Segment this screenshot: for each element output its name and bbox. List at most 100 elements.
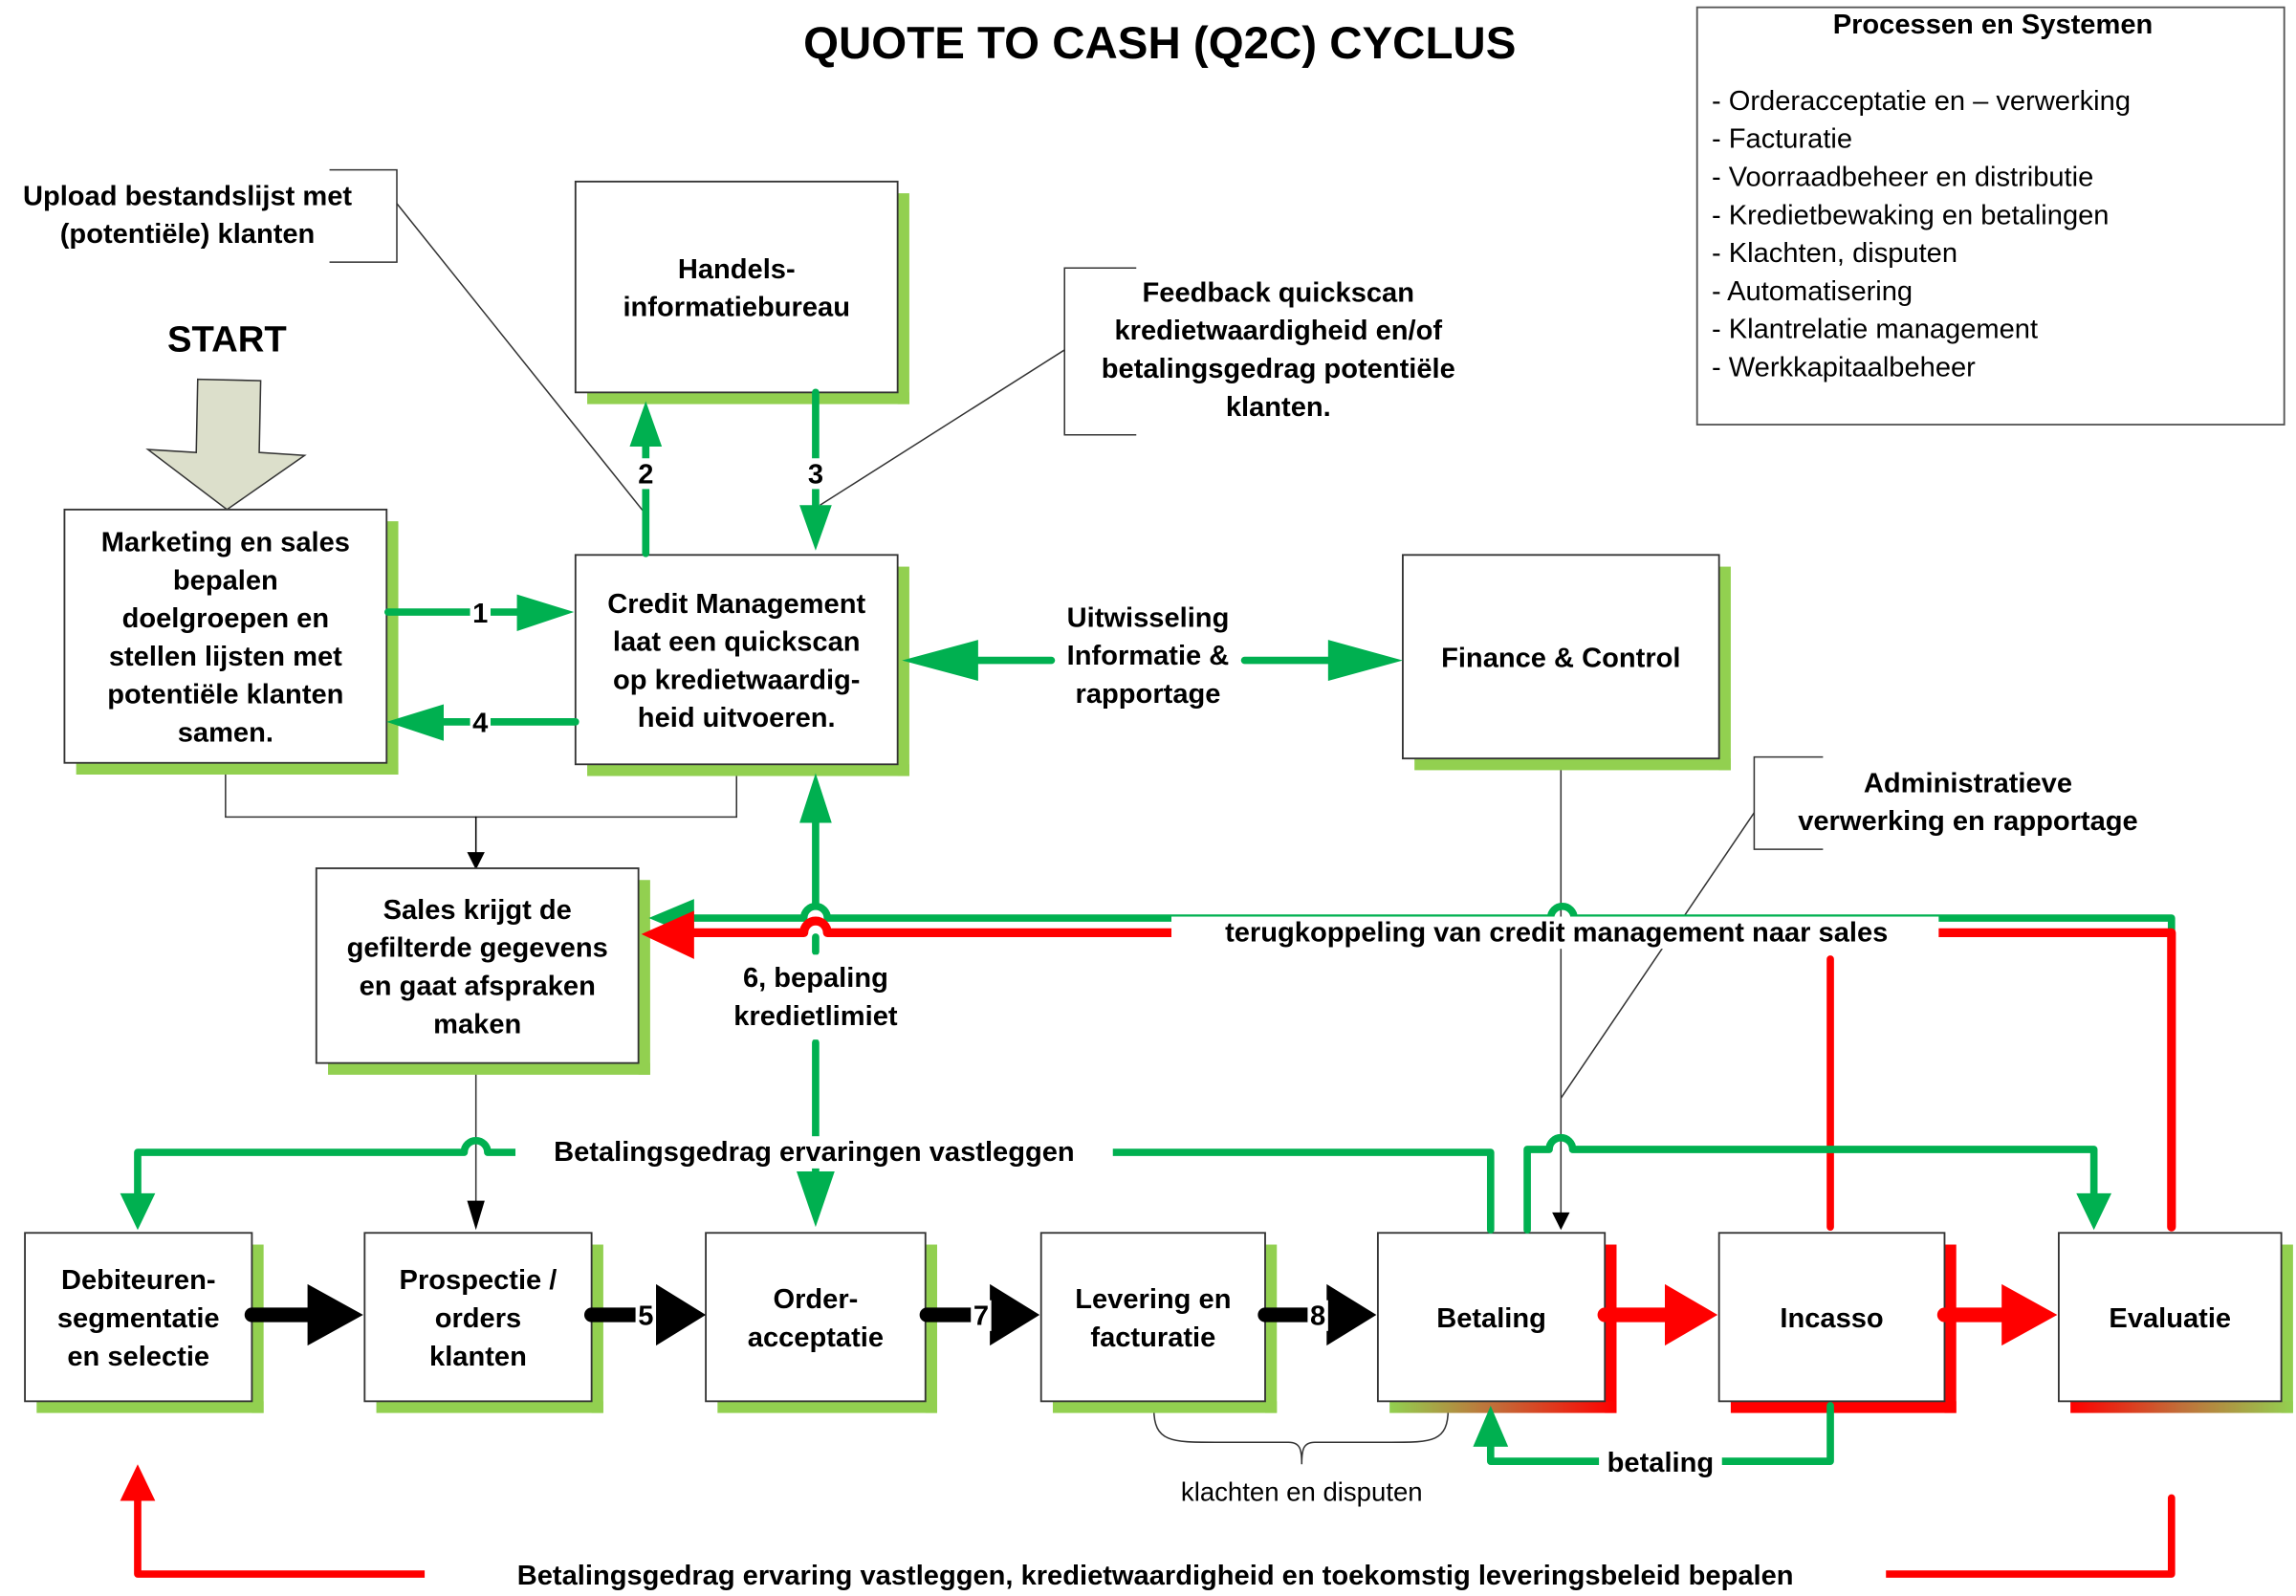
step-label-bg — [470, 597, 491, 628]
legend-item: - Facturatie — [1712, 124, 1852, 155]
step-label-bg — [635, 458, 657, 490]
node-order: Order-acceptatie — [705, 1232, 938, 1413]
text-line: Credit Management — [607, 589, 865, 620]
node-shadow — [76, 762, 399, 776]
text-line: potentiële klanten — [107, 680, 343, 711]
node-shadow — [386, 521, 399, 776]
text-line: Administratieve — [1864, 768, 2072, 798]
node-box — [63, 508, 388, 764]
text-line: verwerking en rapportage — [1798, 806, 2138, 837]
text-line: Feedback quickscan — [1143, 277, 1414, 308]
text-line: stellen lijsten met — [109, 642, 342, 672]
legend-item: - Automatisering — [1712, 276, 1913, 307]
text-line: Uitwisseling — [1067, 602, 1230, 633]
node-label: Finance & Control — [1441, 643, 1680, 673]
text-line: Prospectie / — [400, 1265, 558, 1296]
step-number-3: 3 — [808, 459, 823, 490]
node-shadow — [376, 1401, 603, 1413]
node-finance: Finance & Control — [1402, 554, 1731, 771]
text-line: Debiteuren- — [61, 1265, 216, 1296]
step-number-1: 1 — [472, 599, 488, 629]
betalingsgedrag-top-label: Betalingsgedrag ervaringen vastleggen — [554, 1137, 1075, 1168]
node-shadow — [638, 880, 650, 1075]
callout-upload: Upload bestandslijst met(potentiële) kla… — [23, 168, 645, 514]
betaling-loop-label: betaling — [1607, 1448, 1714, 1478]
node-box — [1376, 1232, 1607, 1403]
node-incasso: Incasso — [1717, 1232, 1957, 1413]
start-label: START — [167, 318, 287, 360]
node-label: Prospectie / orders klanten — [400, 1265, 558, 1372]
node-shadow — [897, 193, 909, 404]
step-label-bg — [470, 707, 491, 738]
svg-text:Upload bestandslijst met(poten: Upload bestandslijst met(potentiële) kla… — [23, 181, 352, 250]
text-line: bepalen — [173, 565, 278, 596]
legend-box: Processen en Systemen - Orderacceptatie … — [1695, 6, 2285, 426]
text-line: 6, bepaling — [743, 963, 888, 994]
text-line: en selectie — [67, 1342, 209, 1372]
klachten-label: klachten en disputen — [1181, 1476, 1423, 1506]
terugkoppeling-label: terugkoppeling van credit management naa… — [1225, 918, 1888, 949]
node-shadow — [587, 392, 909, 404]
text-line: (potentiële) klanten — [60, 219, 316, 250]
text-line: informatiebureau — [623, 293, 850, 323]
text-line: segmentatie — [57, 1303, 220, 1334]
node-box — [574, 180, 899, 394]
node-shadow — [1605, 1244, 1617, 1413]
node-shadow — [591, 1244, 603, 1413]
step-number-7: 7 — [973, 1301, 989, 1332]
step-label-bg — [971, 1300, 992, 1331]
text-line: Incasso — [1780, 1303, 1883, 1334]
text-line: acceptatie — [748, 1323, 884, 1353]
step-number-4: 4 — [472, 709, 489, 739]
text-line: Handels- — [678, 254, 796, 285]
step-label-bg — [1307, 1300, 1328, 1331]
node-shadow — [251, 1244, 264, 1413]
text-line: Betaling — [1436, 1303, 1546, 1334]
node-label: Incasso — [1780, 1303, 1883, 1334]
node-box — [24, 1232, 253, 1403]
node-shadow — [1389, 1401, 1617, 1413]
node-box — [363, 1232, 593, 1403]
diagram-title: QUOTE TO CASH (Q2C) CYCLUS — [803, 18, 1516, 69]
text-line: Finance & Control — [1441, 643, 1680, 673]
node-label: Handels-informatiebureau — [623, 254, 850, 323]
start-arrow-icon — [145, 378, 307, 511]
text-line: klanten — [429, 1342, 527, 1372]
node-box — [1402, 554, 1720, 760]
node-shadow — [1730, 1401, 1957, 1413]
legend-item: - Kredietbewaking en betalingen — [1712, 200, 2109, 230]
text-line: Marketing en sales — [101, 527, 350, 558]
text-line: orders — [435, 1303, 522, 1334]
text-line: maken — [433, 1009, 521, 1039]
node-label: Evaluatie — [2109, 1303, 2231, 1334]
text-line: Evaluatie — [2109, 1303, 2231, 1334]
text-line: samen. — [178, 718, 273, 749]
node-betaling: Betaling — [1376, 1232, 1617, 1413]
node-label: Order-acceptatie — [748, 1284, 884, 1353]
legend-item: - Werkkapitaalbeheer — [1712, 353, 1976, 383]
node-box — [2057, 1232, 2283, 1403]
legend-item: - Orderacceptatie en – verwerking — [1712, 86, 2131, 117]
node-shadow — [1414, 758, 1731, 771]
node-debiteuren: Debiteuren-segmentatie en selectie — [24, 1232, 264, 1413]
text-line: en gaat afspraken — [360, 971, 596, 1001]
step-label-bg — [635, 1300, 657, 1331]
text-line: op kredietwaardig- — [613, 665, 861, 695]
text-line: Order- — [773, 1284, 858, 1315]
node-shadow — [717, 1401, 938, 1413]
legend-item: - Klantrelatie management — [1712, 315, 2038, 345]
text-line: Informatie & — [1067, 641, 1230, 671]
node-label: Betaling — [1436, 1303, 1546, 1334]
bottom-loop-label: Betalingsgedrag ervaring vastleggen, kre… — [517, 1561, 1794, 1591]
node-shadow — [925, 1244, 938, 1413]
